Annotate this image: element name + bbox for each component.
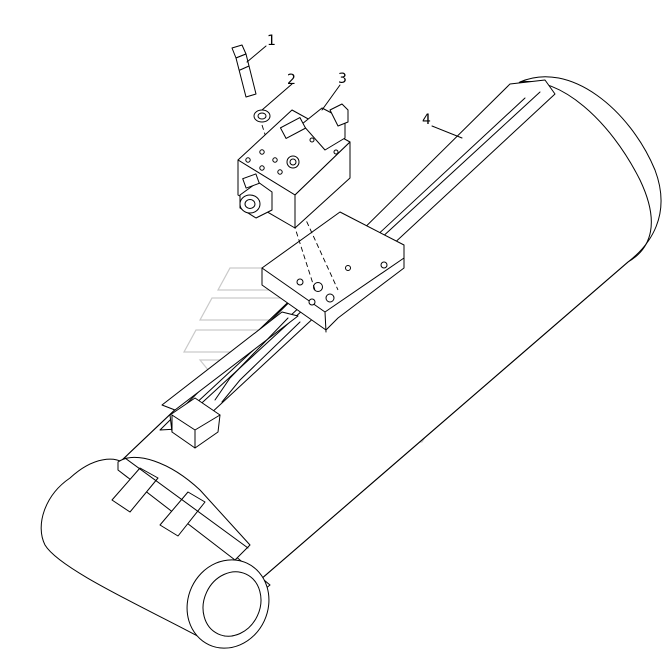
bolt [231,44,257,98]
washer [253,109,271,123]
callout-leaders [246,45,463,139]
callout-1: 1 [267,33,276,49]
callout-2: 2 [287,72,296,88]
callout-3: 3 [338,71,347,87]
valve-block [237,103,351,229]
callout-4: 4 [422,112,431,128]
cylinder-body [40,76,662,649]
